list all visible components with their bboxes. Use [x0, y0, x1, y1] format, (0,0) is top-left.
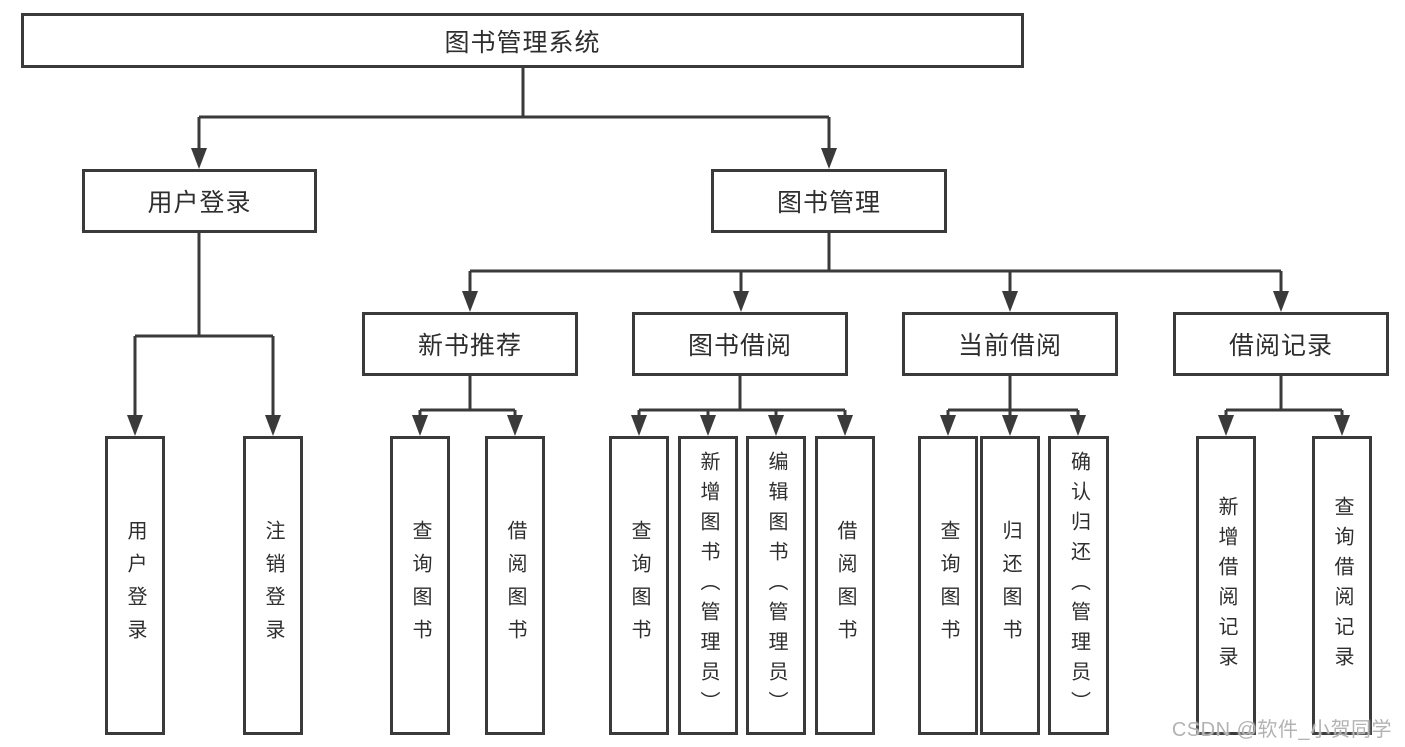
leaf-node-return-book: 归还图书	[980, 436, 1040, 735]
leaf-node-confirm-return-admin: 确认归还（管理员）	[1048, 436, 1109, 735]
leaf-label: 借阅图书	[834, 519, 856, 652]
leaf-label: 查询借阅记录	[1331, 495, 1353, 676]
leaf-node-logout: 注销登录	[243, 436, 303, 735]
group-node-book-borrow: 图书借阅	[632, 312, 848, 376]
leaf-node-query-books-current: 查询图书	[918, 436, 978, 735]
branch-node-book-management: 图书管理	[711, 169, 947, 233]
leaf-node-query-books-borrow: 查询图书	[609, 436, 669, 735]
branch-node-user-login: 用户登录	[82, 169, 317, 233]
leaf-label: 归还图书	[999, 519, 1021, 652]
leaf-label: 查询图书	[937, 519, 959, 652]
root-node-library-system: 图书管理系统	[21, 13, 1024, 68]
leaf-node-borrow-books: 借阅图书	[815, 436, 875, 735]
leaf-node-query-borrow-record: 查询借阅记录	[1312, 436, 1372, 735]
leaf-label: 新增图书（管理员）	[697, 450, 719, 721]
leaf-label: 注销登录	[262, 519, 284, 652]
group-node-new-book-recommend: 新书推荐	[362, 312, 578, 376]
leaf-label: 查询图书	[628, 519, 650, 652]
csdn-watermark: CSDN @软件_小贺同学	[1171, 719, 1392, 741]
leaf-label: 编辑图书（管理员）	[765, 450, 787, 721]
leaf-label: 用户登录	[124, 519, 146, 652]
group-node-borrow-records: 借阅记录	[1173, 312, 1389, 376]
leaf-label: 新增借阅记录	[1215, 495, 1237, 676]
leaf-node-add-borrow-record: 新增借阅记录	[1196, 436, 1256, 735]
leaf-label: 确认归还（管理员）	[1067, 450, 1090, 721]
leaf-node-edit-book-admin: 编辑图书（管理员）	[746, 436, 806, 735]
leaf-label: 查询图书	[409, 519, 431, 652]
leaf-node-add-book-admin: 新增图书（管理员）	[678, 436, 738, 735]
group-node-current-borrow: 当前借阅	[902, 312, 1118, 376]
leaf-node-borrow-books-recommend: 借阅图书	[485, 436, 545, 735]
leaf-node-query-books-recommend: 查询图书	[390, 436, 450, 735]
leaf-label: 借阅图书	[504, 519, 526, 652]
leaf-node-user-login: 用户登录	[105, 436, 165, 735]
